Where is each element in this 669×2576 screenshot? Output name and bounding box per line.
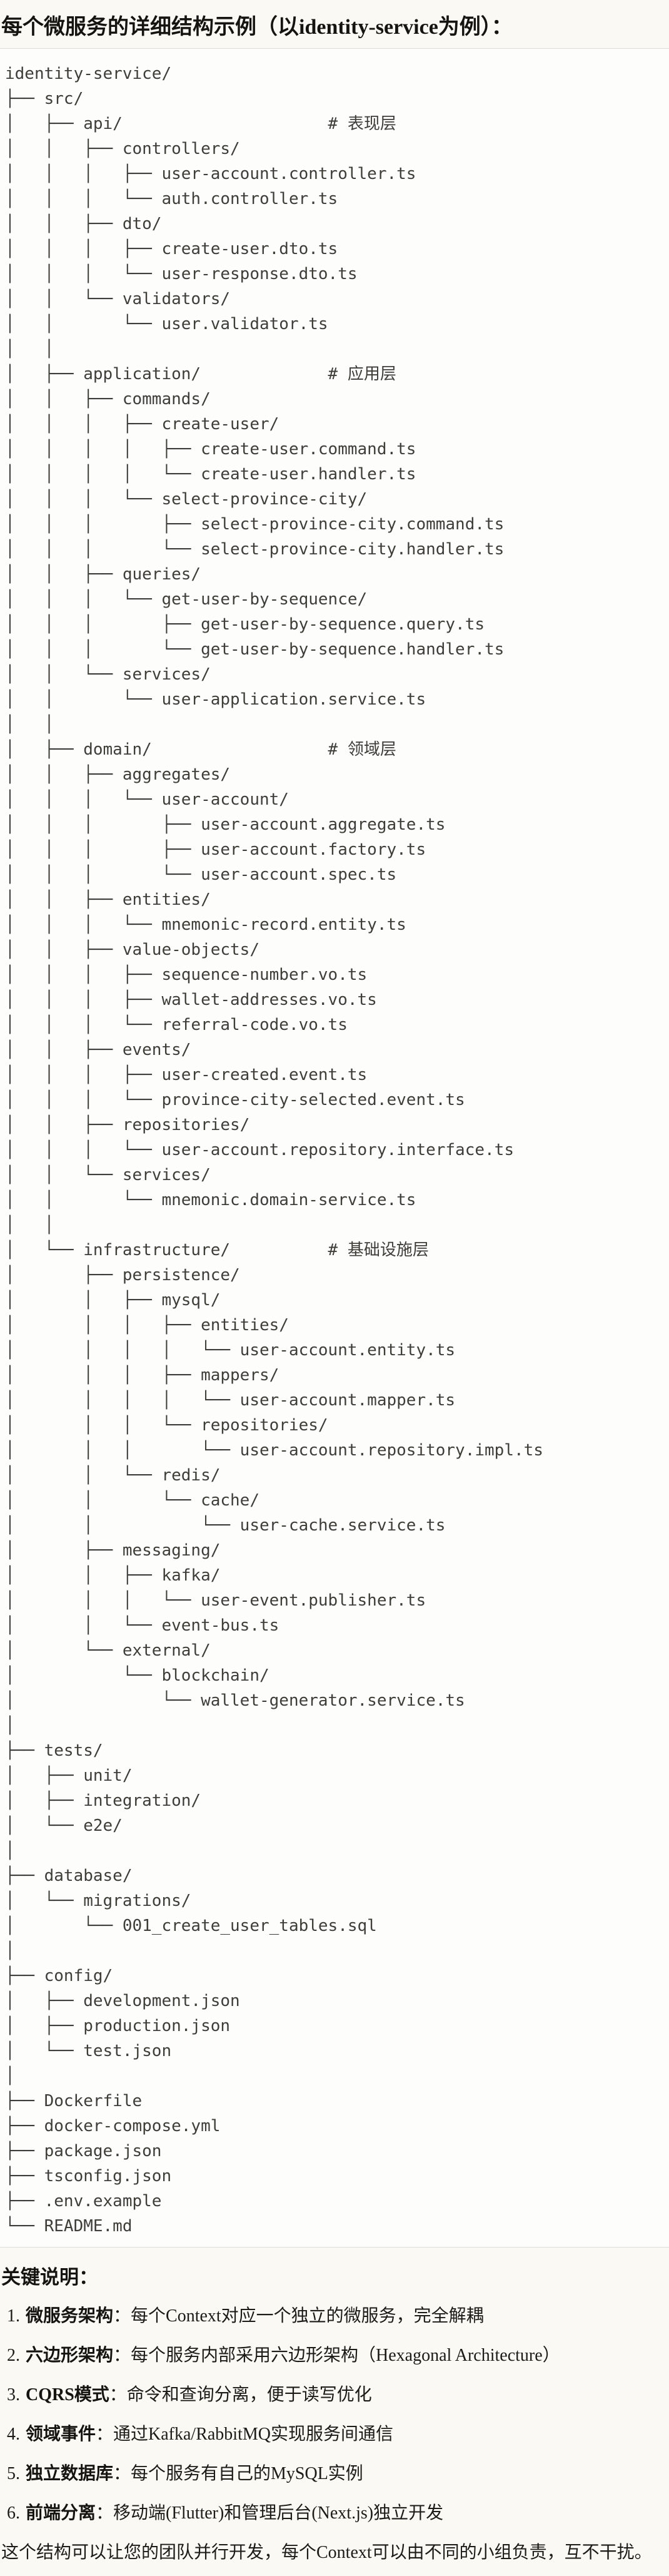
note-desc: ：每个服务有自己的MySQL实例 [113,2464,363,2483]
note-number: 2. [7,2346,20,2365]
note-number: 1. [7,2306,20,2326]
note-number: 5. [7,2464,20,2483]
note-desc: ：每个Context对应一个独立的微服务，完全解耦 [113,2306,484,2326]
page-title: 每个微服务的详细结构示例（以identity-service为例）： [1,16,513,39]
note-term: 微服务架构 [26,2306,114,2326]
note-number: 3. [7,2385,20,2405]
note-desc: ：移动端(Flutter)和管理后台(Next.js)独立开发 [96,2503,444,2523]
directory-tree-code-block: identity-service/ ├── src/ │ ├── api/ # … [0,48,669,2248]
note-term: 领域事件 [26,2425,96,2444]
note-item: 4. 领域事件：通过Kafka/RabbitMQ实现服务间通信 [1,2423,668,2446]
directory-tree: identity-service/ ├── src/ │ ├── api/ # … [5,64,543,2236]
note-number: 6. [7,2503,20,2523]
note-term: 独立数据库 [26,2464,114,2483]
note-desc: ：命令和查询分离，便于读写优化 [109,2385,372,2405]
note-item: 6. 前端分离：移动端(Flutter)和管理后台(Next.js)独立开发 [1,2502,668,2525]
note-term: 六边形架构 [26,2346,114,2365]
note-item: 5. 独立数据库：每个服务有自己的MySQL实例 [1,2462,668,2486]
note-item: 1. 微服务架构：每个Context对应一个独立的微服务，完全解耦 [1,2304,668,2328]
closing-paragraph: 这个结构可以让您的团队并行开发，每个Context可以由不同的小组负责，互不干扰… [1,2543,652,2562]
note-item: 2. 六边形架构：每个服务内部采用六边形架构（Hexagonal Architec… [1,2344,668,2368]
note-desc: ：每个服务内部采用六边形架构（Hexagonal Architecture） [113,2346,560,2365]
note-term: 前端分离 [26,2503,96,2523]
notes-heading: 关键说明： [1,2266,98,2288]
note-item: 3. CQRS模式：命令和查询分离，便于读写优化 [1,2383,668,2407]
note-term: CQRS模式 [26,2385,109,2405]
note-number: 4. [7,2425,20,2444]
notes-section: 关键说明： 1. 微服务架构：每个Context对应一个独立的微服务，完全解耦 2… [0,2248,669,2565]
note-desc: ：通过Kafka/RabbitMQ实现服务间通信 [96,2425,393,2444]
